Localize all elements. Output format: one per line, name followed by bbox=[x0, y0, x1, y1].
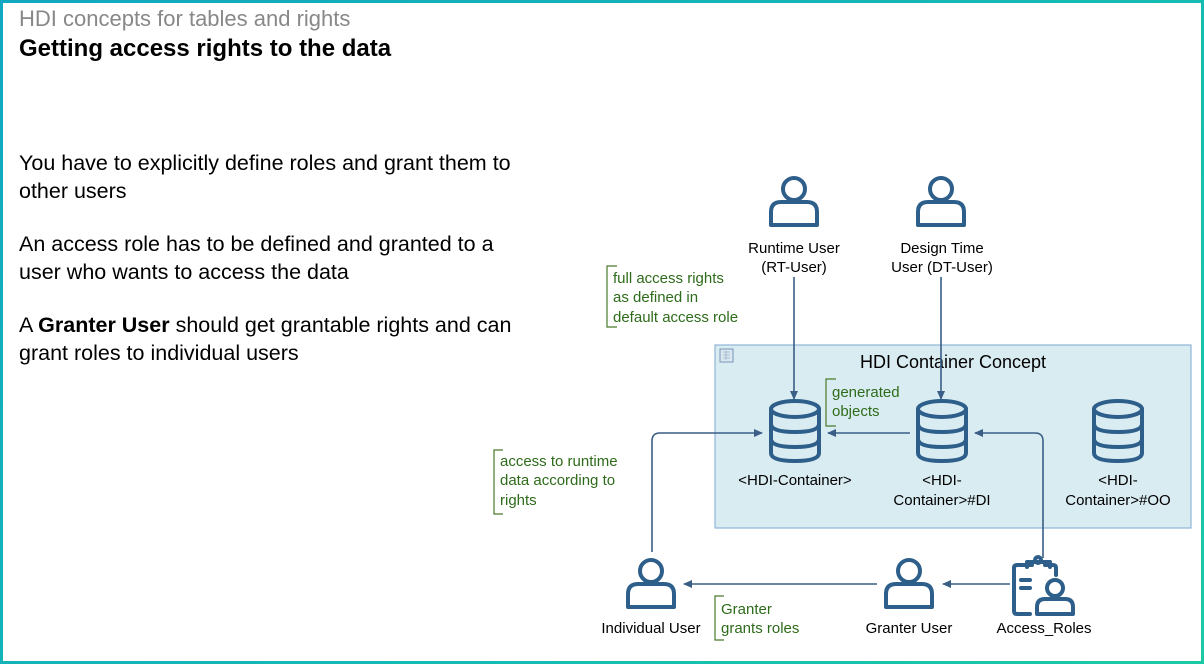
note-generated-objects: generated objects bbox=[825, 378, 900, 427]
hdi-container-oo-label: <HDI- bbox=[1098, 472, 1138, 489]
svg-text:full access rights: full access rights bbox=[613, 270, 724, 287]
container-group-icon bbox=[719, 348, 734, 363]
granter-user-emphasis: Granter User bbox=[38, 313, 170, 337]
clipboard-user-icon bbox=[1012, 555, 1075, 616]
access-roles-node: Access_Roles bbox=[996, 555, 1092, 637]
bullet-access-role: An access role has to be defined and gra… bbox=[19, 232, 494, 284]
runtime-user-label: Runtime User bbox=[748, 240, 840, 257]
svg-text:rights: rights bbox=[500, 492, 537, 509]
design-time-user-sublabel: User (DT-User) bbox=[891, 259, 993, 276]
svg-text:generated: generated bbox=[832, 384, 900, 401]
hdi-container-di-sublabel: Container>#DI bbox=[893, 492, 990, 509]
note-runtime-access: access to runtime data according to righ… bbox=[493, 449, 618, 515]
hdi-container-oo-sublabel: Container>#OO bbox=[1065, 492, 1170, 509]
bullet-granter-user: A Granter User should get grantable righ… bbox=[19, 313, 512, 365]
person-icon bbox=[769, 176, 819, 227]
individual-user-label: Individual User bbox=[601, 620, 700, 637]
note-granter-grants: Granter grants roles bbox=[714, 595, 799, 641]
container-box-title: HDI Container Concept bbox=[860, 352, 1046, 372]
svg-text:Granter: Granter bbox=[721, 601, 772, 618]
svg-text:access to runtime: access to runtime bbox=[500, 453, 618, 470]
person-icon bbox=[916, 176, 966, 227]
runtime-user-sublabel: (RT-User) bbox=[761, 259, 827, 276]
design-time-user-label: Design Time bbox=[900, 240, 983, 257]
person-icon bbox=[884, 558, 934, 609]
design-time-user-node: Design Time User (DT-User) bbox=[891, 176, 993, 276]
svg-text:grants roles: grants roles bbox=[721, 620, 799, 637]
note-full-access: full access rights as defined in default… bbox=[606, 265, 738, 328]
person-icon bbox=[626, 558, 676, 609]
svg-text:objects: objects bbox=[832, 403, 880, 420]
individual-user-node: Individual User bbox=[601, 558, 701, 637]
bullet-list: You have to explicitly define roles and … bbox=[19, 149, 519, 392]
hdi-container-di-label: <HDI- bbox=[922, 472, 962, 489]
runtime-user-node: Runtime User (RT-User) bbox=[748, 176, 840, 276]
hdi-container-node: <HDI-Container> bbox=[738, 399, 852, 489]
slide-subtitle: HDI concepts for tables and rights bbox=[19, 6, 351, 31]
hdi-container-oo-node: <HDI- Container>#OO bbox=[1065, 399, 1171, 509]
svg-text:as defined in: as defined in bbox=[613, 289, 698, 306]
svg-text:default access role: default access role bbox=[613, 309, 738, 326]
runtime-access-connector bbox=[651, 429, 763, 552]
bullet-define-roles: You have to explicitly define roles and … bbox=[19, 151, 511, 203]
slide-title: Getting access rights to the data bbox=[19, 35, 392, 62]
svg-text:data according to: data according to bbox=[500, 472, 615, 489]
granter-user-label: Granter User bbox=[866, 620, 953, 637]
access-roles-to-di-connector bbox=[974, 429, 1044, 558]
access-roles-label: Access_Roles bbox=[996, 620, 1091, 637]
hdi-container-label: <HDI-Container> bbox=[738, 472, 852, 489]
hdi-container-di-node: <HDI- Container>#DI bbox=[893, 399, 991, 509]
granter-user-node: Granter User bbox=[866, 558, 953, 637]
